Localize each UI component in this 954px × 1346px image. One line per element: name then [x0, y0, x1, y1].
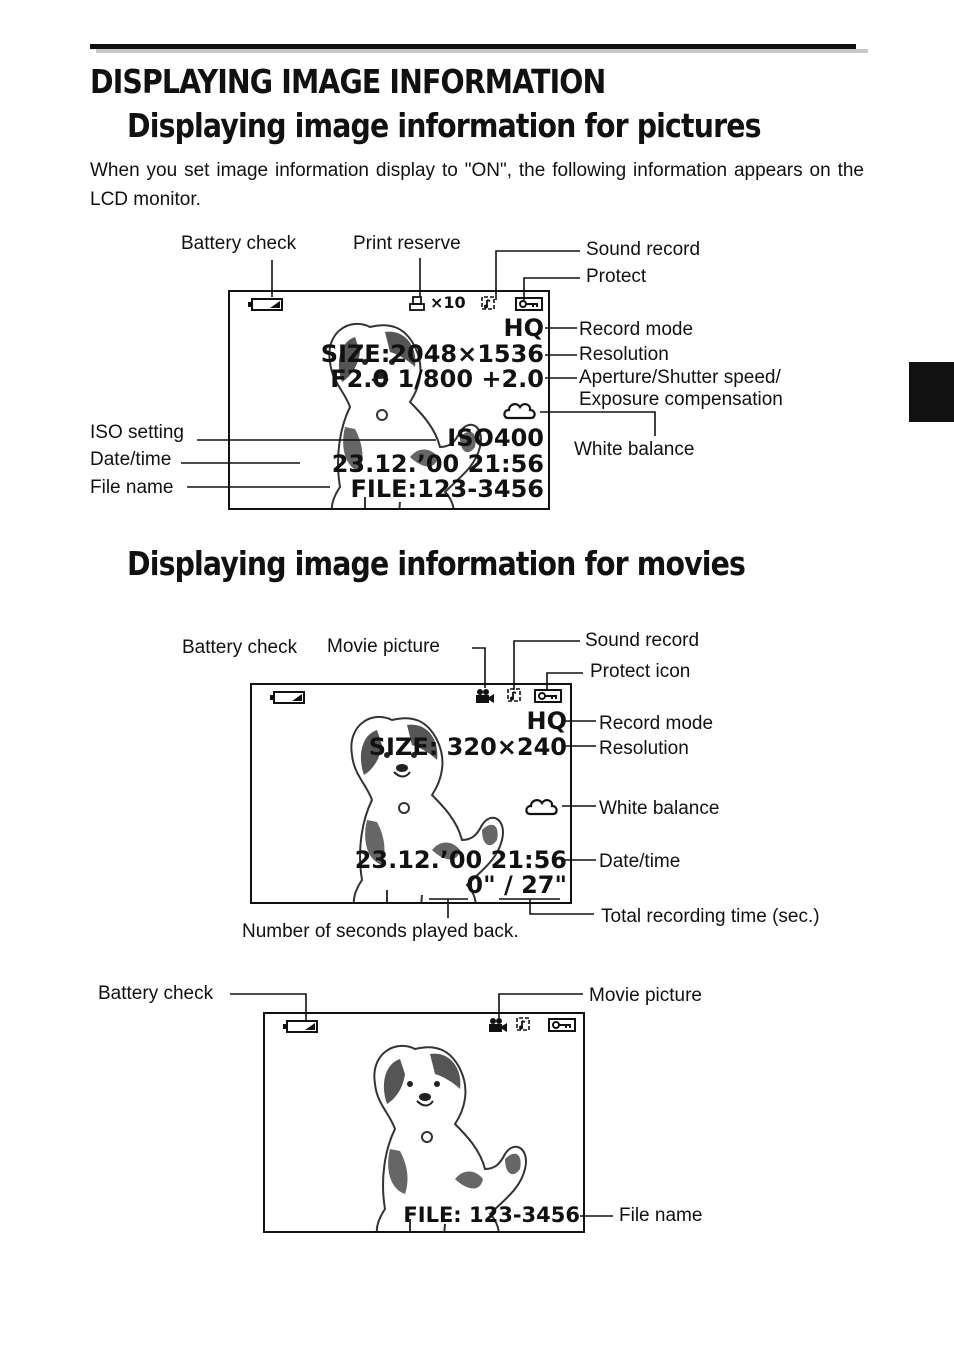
file-text: FILE: 123-3456: [403, 1203, 580, 1227]
label-protect: Protect: [586, 266, 647, 287]
label-sound-record: Sound record: [586, 239, 701, 260]
page-title: DISPLAYING IMAGE INFORMATION: [90, 62, 606, 101]
label-protect-icon: Protect icon: [590, 661, 691, 682]
exposure-text: F2.0 1/800 +2.0: [330, 365, 544, 393]
movies-lcd-screen: HQ SIZE: 320×240 23.12.’00 21:56 0" / 27…: [250, 683, 572, 904]
top-rule: [90, 44, 856, 49]
label-print-reserve: Print reserve: [353, 233, 461, 254]
pictures-subtitle: Displaying image information for picture…: [127, 106, 761, 145]
datetime-text: 23.12.’00 21:56: [331, 450, 544, 478]
iso-text: ISO400: [447, 424, 544, 452]
record-mode-text: HQ: [503, 314, 545, 342]
intro-paragraph: When you set image information display t…: [90, 160, 864, 210]
label-datetime: Date/time: [90, 449, 172, 470]
label-aperture-1: Aperture/Shutter speed/: [579, 367, 781, 388]
time-text: 0" / 27": [466, 871, 567, 899]
movies2-lcd-screen: FILE: 123-3456: [263, 1012, 585, 1233]
top-rule-shadow: [96, 49, 868, 53]
print-count: ×10: [430, 293, 466, 312]
label-aperture-2: Exposure compensation: [579, 389, 783, 410]
movies-subtitle: Displaying image information for movies: [127, 544, 746, 583]
label-file-name: File name: [619, 1205, 703, 1226]
label-white-balance: White balance: [574, 439, 695, 460]
label-resolution: Resolution: [599, 738, 689, 759]
label-iso-setting: ISO setting: [90, 422, 184, 443]
label-resolution: Resolution: [579, 344, 669, 365]
resolution-text: SIZE: 320×240: [368, 733, 567, 761]
label-battery-check: Battery check: [98, 983, 214, 1004]
pictures-lcd-screen: ×10 HQ SIZE:2048×1536 F2.0 1/800 +2.0 IS…: [228, 290, 550, 510]
label-movie-picture: Movie picture: [589, 985, 702, 1006]
label-sound-record: Sound record: [585, 630, 700, 651]
label-battery-check: Battery check: [181, 233, 297, 254]
label-datetime: Date/time: [599, 851, 681, 872]
label-record-mode: Record mode: [599, 713, 714, 734]
file-text: FILE:123-3456: [350, 475, 544, 503]
label-white-balance: White balance: [599, 798, 720, 819]
label-file-name: File name: [90, 477, 174, 498]
datetime-text: 23.12.’00 21:56: [354, 846, 567, 874]
record-mode-text: HQ: [526, 707, 568, 735]
label-movie-picture: Movie picture: [327, 636, 440, 657]
resolution-text: SIZE:2048×1536: [320, 340, 544, 368]
label-battery-check: Battery check: [182, 637, 298, 658]
chapter-tab: [909, 362, 954, 422]
label-seconds-played: Number of seconds played back.: [242, 921, 519, 942]
label-total-recording-time: Total recording time (sec.): [601, 906, 820, 927]
label-record-mode: Record mode: [579, 319, 694, 340]
